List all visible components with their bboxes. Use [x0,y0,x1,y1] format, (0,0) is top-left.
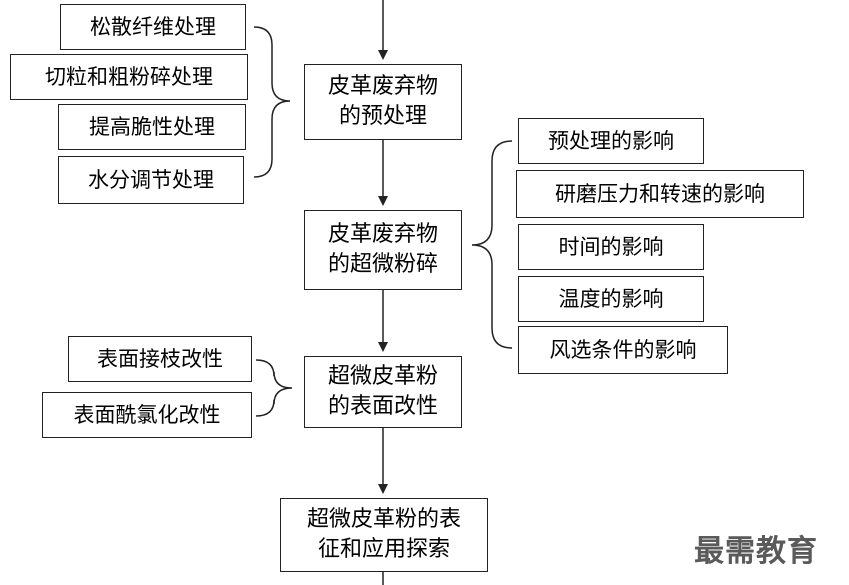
modification-item: 表面酰氯化改性 [42,392,252,438]
pretreatment-item: 提高脆性处理 [58,104,246,150]
main-step-characterization: 超微皮革粉的表 征和应用探索 [280,498,488,572]
brace-modification [255,359,293,417]
modification-item: 表面接枝改性 [68,336,252,382]
main-step-grinding: 皮革废弃物 的超微粉碎 [304,210,462,290]
pretreatment-item: 水分调节处理 [58,156,244,204]
grinding-factor: 温度的影响 [518,276,704,322]
main-step-modification: 超微皮革粉 的表面改性 [304,356,462,428]
brace-pretreatment [253,26,291,178]
grinding-factor: 时间的影响 [518,224,704,270]
grinding-factor: 预处理的影响 [518,118,704,164]
watermark: 最需教育 [694,534,818,569]
main-step-pretreatment: 皮革废弃物 的预处理 [304,64,462,140]
brace-grinding [471,140,513,349]
pretreatment-item: 切粒和粗粉碎处理 [10,54,248,100]
grinding-factor: 风选条件的影响 [518,326,728,374]
pretreatment-item: 松散纤维处理 [60,4,246,50]
grinding-factor: 研磨压力和转速的影响 [516,170,804,218]
